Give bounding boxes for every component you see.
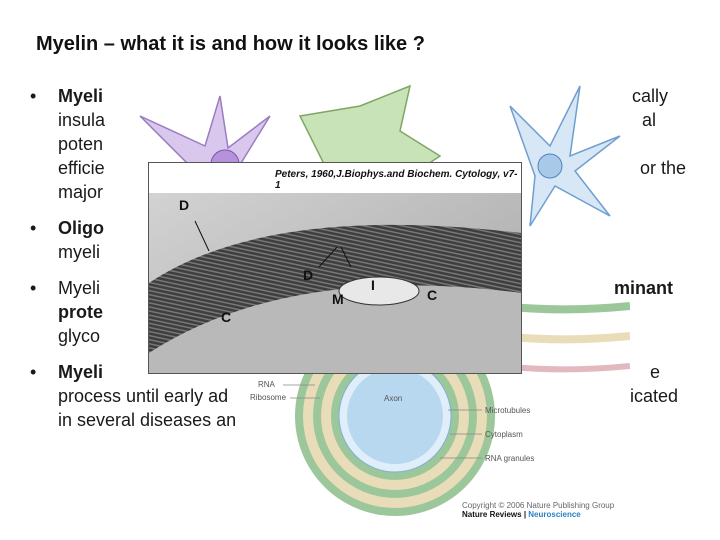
- bullet-text: myeli: [58, 242, 101, 262]
- journal-name: Nature Reviews: [462, 510, 522, 519]
- slide-title: Myelin – what it is and how it looks lik…: [36, 33, 425, 55]
- label-rna: RNA: [258, 380, 275, 389]
- micrograph-label-c: C: [427, 287, 438, 303]
- bullet-dot: •: [30, 362, 37, 382]
- bullet-text: minant: [614, 278, 674, 298]
- copyright-text: Copyright © 2006 Nature Publishing Group: [462, 501, 615, 510]
- bullet-dot: •: [30, 278, 37, 298]
- bullet-text: al: [642, 110, 657, 130]
- bullet-text: in several diseases an: [58, 410, 237, 430]
- neuron-drawing: [509, 85, 621, 227]
- label-ribosome: Ribosome: [250, 393, 287, 402]
- label-axon: Axon: [384, 394, 403, 403]
- bullet-item: • Myeli prote glyco minant: [30, 276, 700, 348]
- bullet-dot: •: [30, 218, 37, 238]
- electron-micrograph: Peters, 1960,J.Biophys.and Biochem. Cyto…: [148, 162, 522, 374]
- label-cytoplasm: Cytoplasm: [485, 430, 523, 439]
- bullet-text: cally: [632, 86, 669, 106]
- bullet-text: insula: [58, 110, 106, 130]
- bullet-text: poten: [58, 134, 104, 154]
- micrograph-image: [149, 163, 521, 373]
- bullet-list: • Myeli insula poten efficie major cally…: [30, 84, 700, 430]
- bullet-text: major: [58, 182, 104, 202]
- micrograph-citation: Peters, 1960,J.Biophys.and Biochem. Cyto…: [275, 169, 518, 191]
- figure-credit: Copyright © 2006 Nature Publishing Group…: [462, 501, 632, 519]
- bullet-text: icated: [630, 386, 679, 406]
- illustration-leader-lines: [283, 384, 482, 459]
- bullet-text: or the: [640, 158, 687, 178]
- micrograph-label-i: I: [371, 277, 375, 293]
- bullet-text: e: [650, 362, 661, 382]
- bullet-item: • Myeli process until early ad in severa…: [30, 360, 700, 430]
- bullet-dot: •: [30, 86, 37, 106]
- journal-credit: Nature Reviews | Neuroscience: [462, 510, 581, 519]
- micrograph-label-m: M: [332, 291, 344, 307]
- bullet-text: efficie: [58, 158, 105, 178]
- micrograph-label-c: C: [221, 309, 232, 325]
- journal-section: Neuroscience: [528, 510, 581, 519]
- bullet-text: Oligo: [58, 218, 104, 238]
- bullet-text: prote: [58, 302, 103, 322]
- bullet-text: glyco: [58, 326, 101, 346]
- bullet-item: • Myeli insula poten efficie major cally…: [30, 84, 700, 202]
- label-microtubules: Microtubules: [485, 406, 531, 415]
- axon-cross-section-drawing: [295, 316, 495, 516]
- bullet-text: Myeli: [58, 362, 104, 382]
- bullet-item: • Oligo myeli: [30, 216, 700, 264]
- bullet-text: process until early ad: [58, 386, 229, 406]
- micrograph-label-d: D: [179, 197, 190, 213]
- micrograph-label-d: D: [303, 267, 314, 283]
- bullet-text: Myeli: [58, 86, 104, 106]
- label-rna-granules: RNA granules: [485, 454, 535, 463]
- bullet-text: Myeli: [58, 278, 101, 298]
